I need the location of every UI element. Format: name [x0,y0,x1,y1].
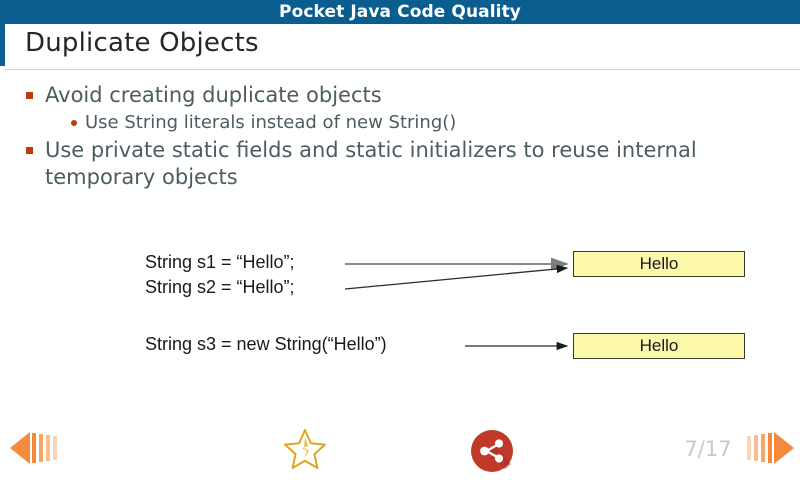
bullet-list: Avoid creating duplicate objects Use Str… [19,82,779,193]
bullet-item-3: Use private static fields and static ini… [19,137,779,191]
previous-slide-button[interactable] [6,425,62,471]
slide-title: Duplicate Objects [25,28,259,58]
slide-footer-toolbar: 7/17 [0,415,800,480]
code-line-s3: String s3 = new String(“Hello”) [145,334,387,354]
share-icon [471,430,513,472]
page-counter: 7/17 [684,437,732,461]
arrow-s2-to-box1 [344,264,569,290]
window-title: Pocket Java Code Quality [279,2,521,22]
square-bullet-icon [26,147,33,154]
previous-slide-icon [10,432,57,464]
string-interning-diagram: String s1 = “Hello”; String s2 = “Hello”… [5,224,800,394]
title-divider [5,69,800,70]
slide-canvas: Duplicate Objects Avoid creating duplica… [5,24,800,480]
star-icon [284,429,326,469]
string-object-box-2: Hello [573,333,745,359]
code-line-s2: String s2 = “Hello”; [145,277,295,297]
bullet-item-1-label: Avoid creating duplicate objects [45,83,382,107]
next-slide-button[interactable] [742,425,798,471]
bullet-item-3-label: Use private static fields and static ini… [45,138,697,189]
bullet-item-2-label: Use String literals instead of new Strin… [85,112,457,133]
slide-left-accent-strip [0,24,5,66]
dot-bullet-icon [71,120,77,126]
diagram-arrows [344,257,569,351]
square-bullet-icon [26,92,33,99]
bullet-item-2: Use String literals instead of new Strin… [19,111,779,135]
share-button[interactable] [468,427,516,475]
window-titlebar: Pocket Java Code Quality [0,0,800,24]
favorite-button[interactable] [283,427,327,469]
string-object-box-1: Hello [573,251,745,277]
bullet-item-1: Avoid creating duplicate objects [19,82,779,109]
code-line-s1: String s1 = “Hello”; [145,252,295,272]
next-slide-icon [747,432,794,464]
